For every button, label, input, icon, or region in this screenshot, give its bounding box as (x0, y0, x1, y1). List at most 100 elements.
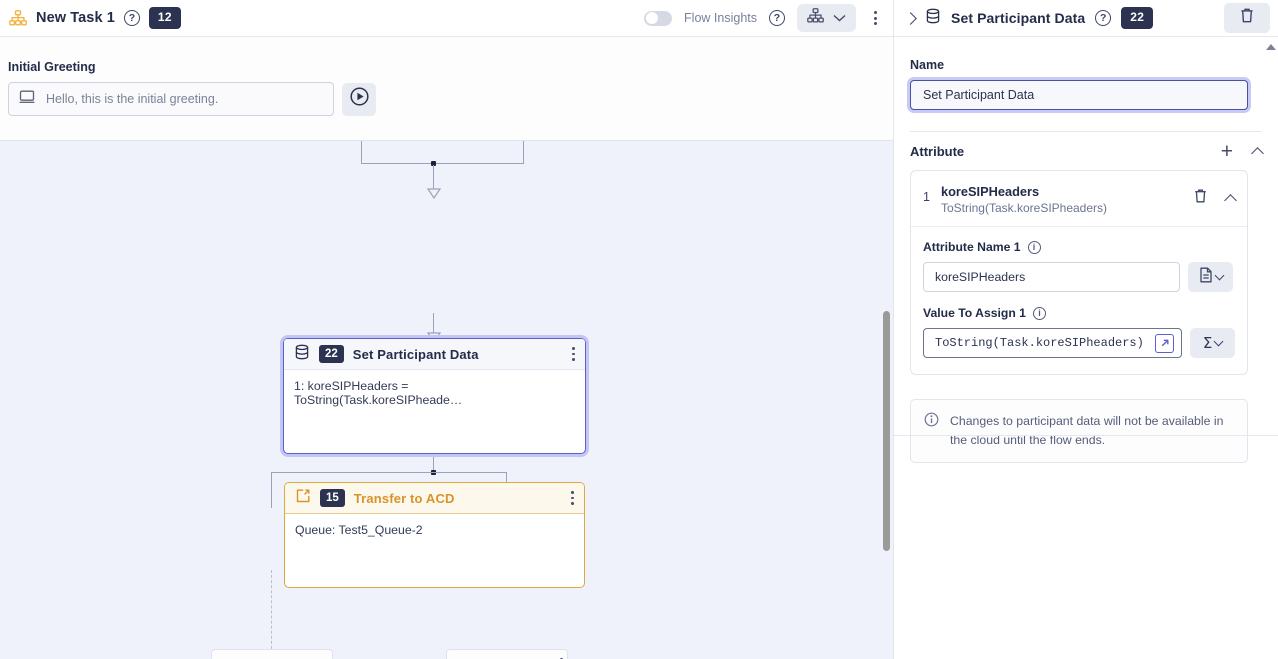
panel-header: Set Participant Data ? 22 (894, 0, 1278, 37)
branch-success[interactable]: Success (211, 649, 333, 659)
initial-greeting-section: Initial Greeting Hello, this is the init… (0, 37, 893, 141)
attribute-summary: koreSIPHeaders ToString(Task.koreSIPhead… (941, 182, 1107, 215)
sitemap-icon (9, 10, 27, 26)
connector-line (271, 472, 507, 474)
editor-toolbar: New Task 1 ? 12 Flow Insights ? (0, 0, 893, 37)
attribute-section-header: Attribute + (910, 132, 1264, 170)
task-title: New Task 1 (36, 10, 115, 26)
sigma-icon: Σ (1202, 334, 1213, 352)
connector-line (433, 447, 435, 473)
panel-divider (910, 131, 1262, 132)
node-title: Transfer to ACD (353, 490, 455, 506)
attribute-index: 1 (923, 190, 930, 204)
initial-greeting-input[interactable]: Hello, this is the initial greeting. (8, 82, 334, 116)
flow-canvas[interactable]: 22 Set Participant Data 1: koreSIPHeader… (0, 141, 893, 659)
panel-title: Set Participant Data (951, 10, 1086, 26)
flow-node-transfer-to-acd[interactable]: 15 Transfer to ACD Queue: Test5_Queue-2 (284, 482, 585, 588)
attribute-header-actions: + (1220, 139, 1264, 163)
delete-node-button[interactable] (1224, 3, 1270, 33)
name-input-value: Set Participant Data (923, 88, 1035, 102)
play-circle-icon (349, 86, 370, 112)
connector-line (271, 472, 273, 508)
attribute-section-label: Attribute (910, 143, 965, 159)
connector-line (523, 141, 525, 164)
external-link-icon (295, 488, 311, 509)
toolbar-left-group: New Task 1 ? 12 (0, 7, 181, 29)
canvas-vertical-scrollbar[interactable] (883, 311, 890, 551)
node-menu-icon[interactable] (572, 347, 575, 361)
attribute-name-label: Attribute Name 1 (923, 240, 1021, 254)
initial-greeting-row: Hello, this is the initial greeting. (8, 82, 376, 116)
panel-scroll-up-arrow[interactable] (1266, 44, 1276, 50)
help-circle-icon[interactable]: ? (1095, 10, 1112, 26)
value-to-assign-label-row: Value To Assign 1 i (923, 306, 1235, 320)
node-body: 1: koreSIPHeaders = ToString(Task.koreSI… (294, 379, 463, 407)
chevron-down-icon (1213, 336, 1224, 347)
connector-junction (431, 161, 436, 166)
task-number-badge: 12 (148, 7, 181, 29)
connector-arrow-icon (426, 330, 442, 348)
panel-body: Name Set Participant Data Attribute + 1 … (894, 58, 1278, 464)
kebab-menu-icon[interactable] (868, 7, 883, 29)
expression-function-selector[interactable]: Σ (1190, 328, 1235, 358)
view-switch-button[interactable] (797, 4, 856, 32)
sitemap-icon (807, 8, 824, 28)
trash-icon (1239, 7, 1255, 29)
connector-line (361, 163, 524, 165)
connector-line (361, 141, 363, 164)
properties-panel: Set Participant Data ? 22 Name Set Parti… (893, 0, 1278, 659)
node-title: Set Participant Data (352, 346, 479, 362)
attribute-card-actions (1193, 182, 1237, 209)
initial-greeting-text: Hello, this is the initial greeting. (46, 92, 219, 106)
branch-label: Success (247, 658, 298, 659)
branch-label: Failure (479, 658, 520, 659)
trash-icon[interactable] (1193, 188, 1208, 209)
connector-line (433, 313, 435, 337)
database-icon (294, 344, 310, 365)
info-icon[interactable]: i (1027, 240, 1041, 254)
chevron-up-icon[interactable] (1224, 194, 1237, 207)
info-note: Changes to participant data will not be … (910, 399, 1248, 464)
node-body: Queue: Test5_Queue-2 (295, 523, 423, 537)
attribute-name-label-row: Attribute Name 1 i (923, 240, 1235, 254)
panel-section-divider (894, 435, 1278, 436)
attribute-card: 1 koreSIPHeaders ToString(Task.koreSIPhe… (910, 170, 1248, 375)
toolbar-right-group: Flow Insights ? (644, 4, 893, 32)
info-icon (924, 412, 939, 450)
attribute-name-input-row: koreSIPHeaders (923, 262, 1235, 292)
attribute-name-value: koreSIPHeaders (935, 270, 1026, 284)
attribute-type-selector[interactable] (1188, 262, 1233, 292)
document-icon (1199, 267, 1213, 288)
value-to-assign-label: Value To Assign 1 (923, 306, 1026, 320)
node-number-badge: 22 (319, 344, 344, 364)
play-greeting-button[interactable] (342, 82, 376, 116)
chevron-down-icon (1214, 270, 1224, 281)
flow-insights-label: Flow Insights (684, 11, 757, 25)
database-icon (925, 8, 941, 29)
name-field-label: Name (910, 58, 945, 72)
node-menu-icon[interactable] (571, 491, 574, 505)
flow-insights-toggle[interactable] (644, 10, 673, 26)
value-to-assign-input[interactable]: ToString(Task.koreSIPheaders) (923, 328, 1183, 358)
name-input[interactable]: Set Participant Data (910, 80, 1248, 110)
attribute-name-summary: koreSIPHeaders (940, 184, 1040, 199)
attribute-expression-summary: ToString(Task.koreSIPheaders) (940, 201, 1108, 215)
info-icon[interactable]: i (1032, 306, 1046, 320)
value-to-assign-text: ToString(Task.koreSIPheaders) (935, 336, 1144, 350)
expand-arrow-icon[interactable] (1155, 333, 1175, 353)
help-circle-icon[interactable]: ? (123, 10, 140, 26)
attribute-name-input[interactable]: koreSIPHeaders (923, 262, 1180, 292)
chevron-down-icon (833, 9, 846, 27)
monitor-icon (19, 90, 35, 109)
connector-dashed-line (271, 570, 272, 659)
chevron-up-icon[interactable] (1251, 146, 1264, 160)
branch-failure[interactable]: Failure (446, 649, 568, 659)
branch-menu-icon[interactable] (560, 657, 563, 659)
connector-line (433, 165, 435, 189)
attribute-card-header[interactable]: 1 koreSIPHeaders ToString(Task.koreSIPhe… (911, 171, 1247, 227)
chevron-right-icon[interactable] (904, 11, 917, 25)
flow-node-set-participant-data[interactable]: 22 Set Participant Data 1: koreSIPHeader… (283, 338, 586, 454)
add-attribute-icon[interactable]: + (1220, 139, 1233, 163)
help-circle-icon[interactable]: ? (769, 10, 785, 26)
connector-arrow-icon (426, 186, 442, 204)
